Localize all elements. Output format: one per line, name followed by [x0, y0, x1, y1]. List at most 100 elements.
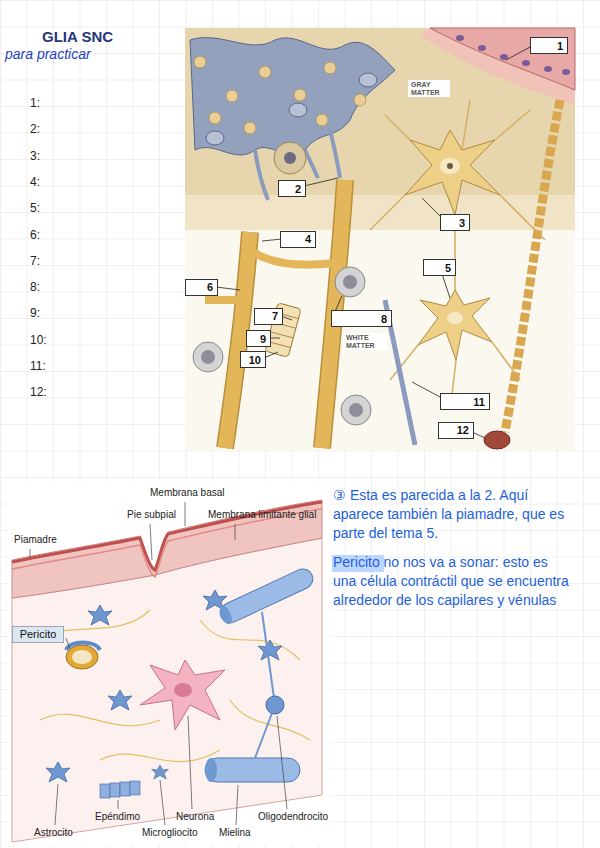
ependymal-cells — [100, 781, 140, 798]
neuron-body — [405, 130, 500, 215]
callout-box: 8 — [331, 310, 392, 327]
astrocyte — [88, 605, 112, 625]
leader-line — [277, 716, 287, 809]
list-number: 2: — [30, 122, 40, 136]
oligodendrocyte-processes — [255, 612, 275, 758]
gray-matter — [185, 28, 575, 195]
part-label: Membrana basal — [150, 487, 224, 499]
callout-number: 12 — [457, 424, 469, 436]
leader-line — [216, 287, 240, 290]
list-number: 7: — [30, 254, 40, 268]
list-number: 8: — [30, 280, 40, 294]
end-foot — [209, 112, 221, 124]
region-tag: GRAY MATTER — [408, 80, 450, 97]
box-label: Pericito — [20, 628, 57, 640]
callout-number: 8 — [381, 313, 387, 325]
white-matter — [185, 28, 575, 450]
handwritten-note: ③ Esta es parecida a la 2. Aquí aparece … — [333, 486, 573, 543]
ependymal-cell — [100, 784, 110, 798]
leader-line — [118, 800, 119, 809]
region-tag: WHITE MATTER — [343, 333, 387, 350]
leader-line — [235, 524, 236, 540]
callout-number: 9 — [260, 333, 266, 345]
neuron-nucleus — [440, 158, 460, 174]
part-label: Microgliocito — [142, 827, 198, 839]
part-label: Membrana limitante glial — [208, 509, 316, 521]
leader-line — [442, 274, 450, 298]
nucleus — [349, 403, 363, 417]
handwritten-subtitle: para practicar — [5, 46, 91, 63]
astrocyte-processes — [255, 130, 340, 200]
end-foot — [324, 62, 336, 74]
part-label: Neurona — [176, 811, 214, 823]
cns-block-illustration — [8, 482, 330, 844]
protoplasmic-astrocytes — [190, 38, 395, 155]
nucleus — [478, 45, 486, 51]
ependymal-cell — [120, 782, 130, 796]
leader-line — [236, 785, 238, 825]
leader-line — [30, 549, 31, 557]
callout-box: 12 — [438, 422, 474, 439]
handwritten-note: Pericito no nos va a sonar: esto es una … — [333, 553, 573, 610]
callout-box: 7 — [254, 308, 283, 325]
microglia — [152, 765, 169, 779]
callout-number: 11 — [473, 396, 485, 408]
end-foot — [194, 56, 206, 68]
end-foot — [244, 122, 256, 134]
ependymal-cell — [110, 783, 120, 797]
astrocyte — [46, 762, 70, 782]
neuron-processes — [390, 342, 520, 395]
end-foot — [226, 90, 238, 102]
list-number: 1: — [30, 96, 40, 110]
callout-box: 9 — [246, 330, 271, 347]
list-number: 5: — [30, 201, 40, 215]
ependymal-nuclei — [456, 35, 570, 75]
nucleus — [500, 54, 508, 60]
part-label: Piamadre — [14, 534, 57, 546]
astrocyte — [258, 640, 282, 660]
neuron — [140, 660, 225, 730]
leader-line — [264, 352, 278, 358]
nucleus — [562, 69, 570, 75]
leader-line — [304, 178, 338, 186]
myelin — [205, 758, 300, 782]
myelin-end — [205, 758, 217, 782]
nucleus — [456, 35, 464, 41]
leader-lines — [30, 502, 287, 825]
list-number: 12: — [30, 385, 47, 399]
callout-box: 11 — [440, 393, 490, 410]
neuron-nucleus — [284, 152, 296, 164]
leader-line — [412, 382, 442, 398]
callout-number: 3 — [459, 217, 465, 229]
nucleus — [359, 73, 377, 87]
end-foot — [316, 114, 328, 126]
list-number: 3: — [30, 149, 40, 163]
callout-number: 6 — [207, 281, 213, 293]
neuron-nucleus — [174, 683, 192, 697]
nucleus — [289, 103, 307, 117]
nucleus — [343, 275, 357, 289]
oligodendrocyte — [266, 696, 284, 714]
leader-line — [150, 524, 152, 560]
beaded-fiber — [505, 100, 560, 432]
leader-line — [185, 502, 186, 526]
label-box: Pericito — [12, 626, 64, 643]
leader-lines — [216, 46, 532, 438]
callout-number: 1 — [557, 40, 563, 52]
leader-line — [262, 239, 282, 241]
pericyte — [66, 643, 100, 651]
callout-box: 5 — [423, 259, 456, 276]
callout-number: 5 — [445, 262, 451, 274]
end-foot — [259, 66, 271, 78]
leader-line — [66, 638, 70, 649]
glial-fibers — [30, 610, 310, 762]
part-label: Pie subpial — [127, 509, 176, 521]
list-number: 11: — [30, 359, 46, 373]
list-number: 6: — [30, 228, 40, 242]
nucleolus — [447, 163, 453, 169]
neuron-processes — [370, 100, 545, 295]
